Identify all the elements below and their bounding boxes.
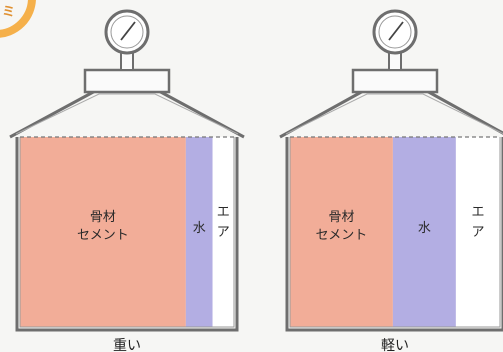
gauge-face: [110, 15, 144, 49]
segment-water: [185, 137, 213, 327]
label-aggregate-cement-1: セメント: [77, 228, 129, 243]
gauge-stem: [120, 51, 134, 71]
container-inner-wall: [19, 137, 235, 328]
lid: [279, 88, 503, 139]
segment-aggregate-cement: [290, 137, 393, 327]
segment-air: [455, 137, 500, 327]
label-aggregate-cement-0: 骨材: [328, 210, 354, 225]
gauge-needle: [388, 21, 404, 41]
label-water-0: 水: [418, 221, 431, 236]
label-water-0: 水: [193, 221, 206, 236]
container-wall: [15, 137, 239, 332]
gauge-needle: [120, 21, 136, 41]
label-aggregate-cement-0: 骨材: [90, 210, 116, 225]
container-caption: 軽い: [381, 338, 409, 352]
container-caption: 重い: [113, 338, 141, 352]
segment-air: [212, 137, 234, 327]
label-air-0: エ: [471, 205, 484, 220]
label-air-1: ア: [217, 225, 230, 240]
corner-badge: ミ: [0, 0, 36, 38]
container-inner-wall: [289, 137, 501, 328]
segment-aggregate-cement: [20, 137, 186, 327]
label-air-1: ア: [471, 225, 484, 240]
lid-inner: [285, 93, 503, 135]
container-wall: [285, 137, 503, 332]
gauge-stem: [388, 51, 402, 71]
segment-water: [392, 137, 456, 327]
gauge-face: [378, 15, 412, 49]
corner-mark: ミ: [2, 5, 15, 20]
lid: [9, 88, 245, 139]
label-aggregate-cement-1: セメント: [316, 228, 368, 243]
lid-inner: [15, 93, 239, 135]
label-air-0: エ: [217, 205, 230, 220]
gauge-mount: [351, 68, 439, 94]
gauge-mount: [83, 68, 171, 94]
